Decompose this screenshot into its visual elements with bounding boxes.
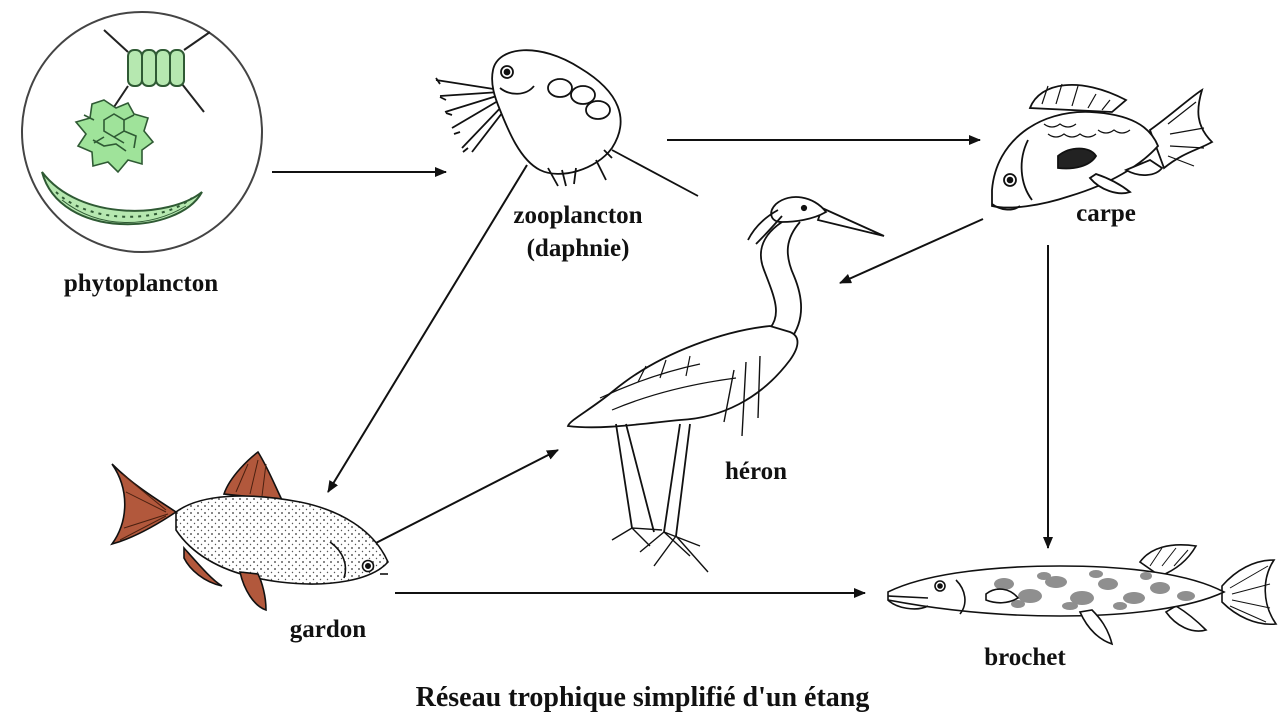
pike-fish-icon xyxy=(888,545,1276,644)
label-zooplancton-line2: (daphnie) xyxy=(478,233,678,266)
label-zooplancton: zooplancton (daphnie) xyxy=(478,200,678,265)
label-carpe: carpe xyxy=(1060,198,1152,231)
label-phytoplancton: phytoplancton xyxy=(30,268,252,301)
carp-icon xyxy=(992,84,1212,210)
label-zooplancton-line1: zooplancton xyxy=(478,200,678,233)
phytoplankton-icon xyxy=(22,12,262,252)
diagram-caption: Réseau trophique simplifié d'un étang xyxy=(300,680,985,716)
daphnia-icon xyxy=(436,50,698,196)
roach-fish-icon xyxy=(112,452,388,610)
label-heron: héron xyxy=(706,456,806,489)
label-gardon: gardon xyxy=(268,614,388,647)
arrow-gardon-to-heron xyxy=(372,450,558,545)
label-brochet: brochet xyxy=(955,642,1095,675)
